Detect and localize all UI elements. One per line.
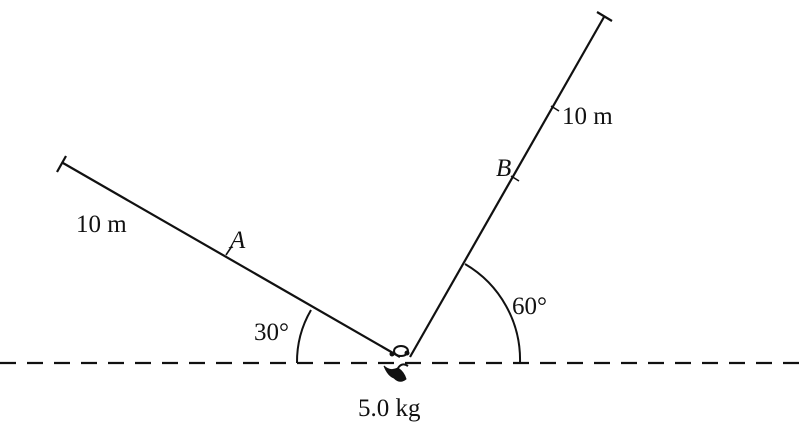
- angle-arc-60: [464, 263, 522, 364]
- string-b-end-cap: [596, 11, 613, 22]
- string-a-label-tick: [225, 245, 233, 256]
- mass-label: 5.0 kg: [358, 395, 421, 422]
- angle-30-label: 30°: [254, 319, 289, 346]
- string-b-name-label: B: [496, 155, 511, 182]
- angle-60-label: 60°: [512, 293, 547, 320]
- string-b: [409, 16, 605, 358]
- string-b-label-tick: [510, 175, 520, 182]
- string-a-end-cap: [56, 155, 67, 173]
- angle-arc-30: [295, 309, 312, 364]
- string-a: [62, 162, 401, 358]
- string-b-length-label: 10 m: [562, 103, 613, 130]
- string-a-length-label: 10 m: [76, 211, 127, 238]
- mass-knot-icon: [383, 345, 410, 382]
- string-b-length-tick: [550, 105, 560, 112]
- string-a-name-label: A: [228, 227, 246, 254]
